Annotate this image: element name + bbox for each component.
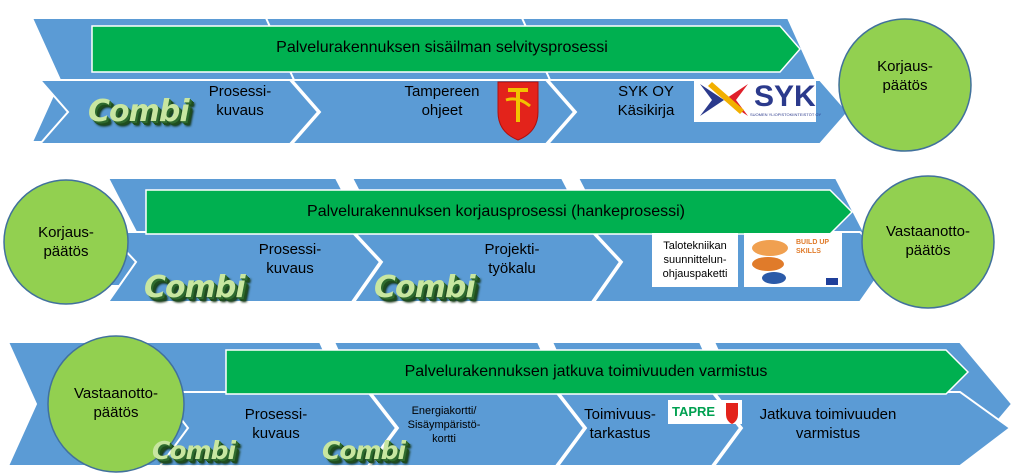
row1-end-circle-label: Korjaus- päätös: [877, 58, 933, 94]
row3-start-circle-label: Vastaanotto- päätös: [74, 385, 158, 421]
row3-combi-logo-1: Combi: [152, 436, 236, 465]
row3-tapre-logo-text: TAPRE: [672, 404, 716, 419]
row1-step-3-label: SYK OY Käsikirja: [617, 83, 675, 119]
row1-step-1-label: Prosessi- kuvaus: [208, 83, 272, 119]
row2-s3-box: [652, 233, 738, 287]
row2-end-circle: [861, 175, 995, 309]
row3-step-2-label: Energiakortti/ Sisäympäristö- kortti: [407, 405, 481, 445]
row1-band-label: Palvelurakennuksen sisäilman selvityspro…: [276, 39, 608, 56]
row2-step-1-label: Prosessi- kuvaus: [258, 241, 322, 277]
row3-step-3-label: Toimivuus- tarkastus: [584, 406, 656, 442]
row2-end-circle-label: Vastaanotto- päätös: [886, 223, 970, 259]
row1-band-arrow: [91, 25, 801, 73]
row3-band-arrow: [225, 349, 970, 395]
row2-step-2-label: Projekti- työkalu: [484, 241, 540, 277]
tapre-logo-icon: [668, 400, 742, 424]
row1-end-circle: [838, 18, 972, 152]
row2-start-circle: [3, 179, 129, 305]
tampere-coat-of-arms-icon: [497, 81, 539, 141]
row2-band-label: Palvelurakennuksen korjausprosessi (hank…: [307, 203, 685, 220]
row2-chevron-3: [591, 231, 890, 303]
row3-chevron-4: [711, 391, 1012, 467]
row3-step-4-label: Jatkuva toimivuuden varmistus: [759, 406, 897, 442]
row1-syk-logo-text: SYK: [754, 80, 816, 113]
row2-combi-logo-1: Combi: [144, 270, 246, 305]
row2-start-circle-label: Korjaus- päätös: [38, 224, 94, 260]
row3-combi-logo-2: Combi: [322, 436, 406, 465]
row1-chevron-1: [37, 79, 320, 145]
row3-band-label: Palvelurakennuksen jatkuva toimivuuden v…: [404, 363, 768, 380]
build-up-skills-logo-icon: [744, 233, 842, 287]
row1-step-2-label: Tampereen ohjeet: [404, 83, 480, 119]
row2-combi-logo-2: Combi: [374, 270, 476, 305]
row2-step-3-label: Talotekniikan suunnittelun- ohjauspakett…: [662, 240, 728, 280]
row1-combi-logo: Combi: [88, 94, 190, 129]
row2-build-up-logo-text: BUILD UP SKILLS: [796, 239, 830, 255]
row2-band-arrow: [145, 189, 854, 235]
row1-syk-logo-sub: SUOMEN YLIOPISTOKIINTEISTÖT OY: [750, 112, 822, 117]
row3-start-circle: [47, 335, 185, 473]
syk-logo-icon: [694, 80, 816, 122]
row3-step-1-label: Prosessi- kuvaus: [244, 406, 308, 442]
